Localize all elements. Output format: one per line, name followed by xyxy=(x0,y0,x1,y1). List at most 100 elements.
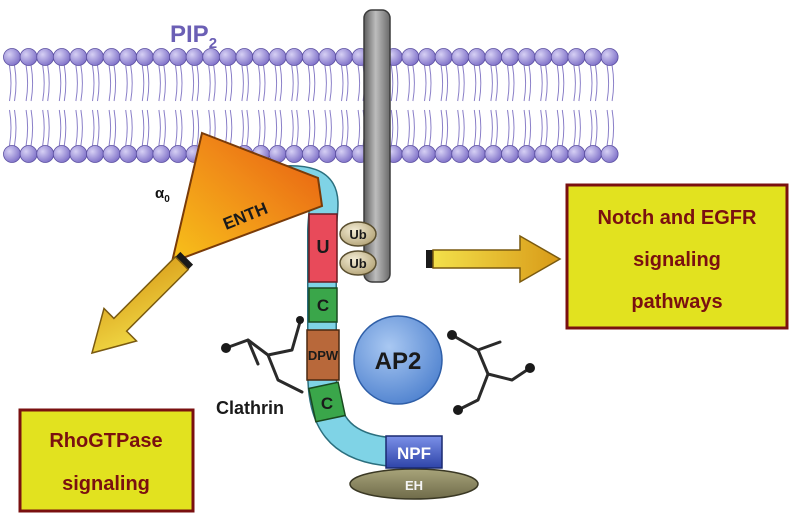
lipid-head xyxy=(501,145,519,163)
lipid-tail xyxy=(263,109,266,146)
lipid-tail xyxy=(125,65,128,102)
lipid-head xyxy=(401,145,420,163)
lipid-tail xyxy=(556,65,560,102)
lipid-tail xyxy=(30,109,34,146)
lipid-tail xyxy=(25,109,29,146)
clathrin-triskelion xyxy=(224,320,532,412)
lipid-tail xyxy=(47,109,50,146)
rhogtpase-box-bg xyxy=(18,408,195,513)
left-signaling-arrow xyxy=(90,251,194,355)
lipid-tail xyxy=(63,109,67,146)
lipid-tail xyxy=(312,65,316,102)
lipid-head xyxy=(235,48,254,66)
lipid-tail xyxy=(196,109,200,146)
lipid-tail xyxy=(146,65,150,102)
lipid-head xyxy=(19,48,38,66)
lipid-head xyxy=(301,48,320,66)
lipid-tail xyxy=(63,65,67,102)
lipid-tail xyxy=(324,65,327,102)
lipid-tail xyxy=(429,65,432,102)
lipid-tail xyxy=(158,65,161,102)
lipid-head xyxy=(69,48,88,66)
lipid-tail xyxy=(58,109,62,146)
lipid-tail xyxy=(507,109,510,146)
lipid-head xyxy=(102,145,121,163)
lipid-head xyxy=(152,48,171,66)
lipid-tail xyxy=(545,65,548,102)
lipid-head xyxy=(301,145,320,163)
lipid-tail xyxy=(540,65,543,102)
lipid-tail xyxy=(125,109,128,146)
lipid-head xyxy=(102,48,121,66)
lipid-head xyxy=(152,145,171,163)
lipid-tail xyxy=(595,65,598,102)
lipid-tail xyxy=(573,109,576,146)
clathrin-label: Clathrin xyxy=(216,398,284,418)
lipid-tail xyxy=(611,65,615,102)
lipid-head xyxy=(86,145,104,163)
lipid-head xyxy=(550,145,569,163)
lipid-head xyxy=(335,145,353,163)
lipid-tail xyxy=(540,109,543,146)
uim-domain xyxy=(308,213,338,283)
lipid-head xyxy=(268,48,287,66)
lipid-tail xyxy=(213,65,216,102)
ap2-complex xyxy=(353,315,443,405)
lipid-tail xyxy=(490,65,493,102)
lipid-head xyxy=(3,145,21,163)
lipid-head xyxy=(318,48,337,66)
lipid-head xyxy=(52,48,71,66)
lipid-tail xyxy=(291,65,294,102)
lipid-tail xyxy=(146,109,150,146)
lipid-tail xyxy=(279,65,283,102)
lipid-head xyxy=(550,48,569,66)
lipid-head xyxy=(467,145,486,163)
lipid-tail xyxy=(113,65,117,102)
lipid-head xyxy=(434,48,453,66)
lipid-tail xyxy=(578,109,581,146)
lipid-tail xyxy=(346,109,349,146)
lipid-tail xyxy=(412,65,415,102)
cbm-top-label: C xyxy=(317,296,329,315)
lipid-tail xyxy=(241,65,244,102)
lipid-tail xyxy=(274,109,278,146)
lipid-tail xyxy=(329,109,332,146)
lipid-head xyxy=(584,145,602,163)
lipid-tail xyxy=(141,65,145,102)
lipid-tail xyxy=(561,109,565,146)
lipid-tail xyxy=(175,65,178,102)
lipid-head xyxy=(69,145,88,163)
lipid-tail xyxy=(58,65,62,102)
lipid-tail xyxy=(241,109,244,146)
lipid-tail xyxy=(141,109,145,146)
notch-egfr-line-3: pathways xyxy=(631,291,722,313)
lipid-tail xyxy=(180,65,183,102)
lipid-tail xyxy=(191,65,195,102)
dpw-domain xyxy=(306,329,340,381)
lipid-head xyxy=(119,48,138,66)
lipid-tail xyxy=(440,65,444,102)
lipid-tail xyxy=(80,65,83,102)
lipid-tail xyxy=(42,65,45,102)
lipid-tail xyxy=(429,109,432,146)
lipid-tail xyxy=(390,109,394,146)
lipid-head xyxy=(584,48,602,66)
lipid-tail xyxy=(108,65,112,102)
receptor xyxy=(363,9,391,283)
rhogtpase-line-2: signaling xyxy=(62,473,150,495)
lipid-tail xyxy=(175,109,178,146)
lipid-head xyxy=(567,48,586,66)
lipid-tail xyxy=(341,109,344,146)
lipid-head xyxy=(86,48,104,66)
notch-egfr-line-2: signaling xyxy=(633,249,721,271)
lipid-head xyxy=(534,145,553,163)
lipid-tail xyxy=(561,65,565,102)
lipid-tail xyxy=(108,109,112,146)
lipid-tail xyxy=(445,109,449,146)
lipid-tail xyxy=(424,65,427,102)
lipid-tail xyxy=(395,109,399,146)
lipid-tail xyxy=(395,65,399,102)
pip2-label: PIP2 xyxy=(170,21,217,52)
lipid-tail xyxy=(92,65,95,102)
